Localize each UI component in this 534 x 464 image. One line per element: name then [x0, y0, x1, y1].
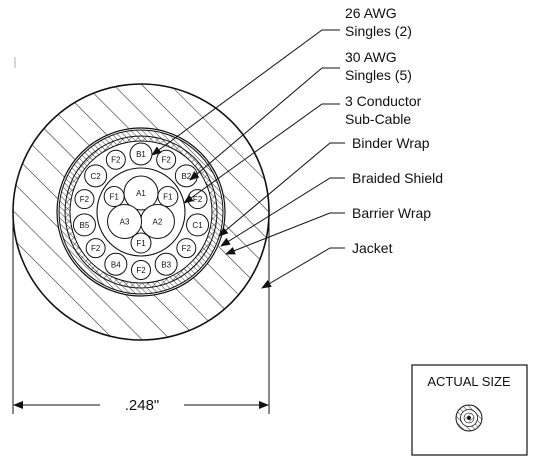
subcable-conductor-a3-label: A3 — [120, 218, 130, 227]
ring-conductor-b4-label: B4 — [111, 260, 121, 269]
ring-conductor-f2-label: F2 — [193, 195, 203, 204]
callout-26awg-line2: Singles (2) — [345, 23, 412, 39]
ring-conductor-f2-label: F2 — [111, 156, 121, 165]
ring-conductor-f2-label: F2 — [136, 266, 146, 275]
leader-26awg — [151, 29, 340, 156]
ring-conductor-f2-label: F2 — [161, 156, 171, 165]
leader-30awg — [189, 67, 340, 181]
ring-conductor-f2: F2 — [156, 149, 177, 170]
ring-conductor-f2: F2 — [176, 238, 197, 259]
ring-conductor-f2-label: F2 — [182, 244, 192, 253]
ring-conductor-f2: F2 — [85, 238, 106, 259]
callouts: 26 AWG Singles (2) 30 AWG Singles (5) 3 … — [151, 5, 443, 289]
ring-conductor-f2-outline — [131, 260, 151, 280]
subcable-conductor-a3: A3 — [107, 204, 143, 239]
ring-conductor-b3-outline — [154, 252, 178, 276]
ring-conductor-c1-outline — [186, 213, 210, 237]
leader-binder-wrap — [218, 142, 345, 237]
subcable-filler-2: F1 — [130, 232, 152, 254]
leader-jacket — [261, 247, 345, 289]
ring-conductor-f2: F2 — [74, 189, 95, 210]
callout-26awg-line1: 26 AWG — [345, 5, 397, 21]
ring-conductor-f2-outline — [85, 238, 106, 259]
callout-30awg-line2: Singles (5) — [345, 67, 412, 83]
subcable-filler-1-outline — [157, 186, 179, 207]
ring-conductor-c2-label: C2 — [91, 172, 102, 181]
subcable-conductor-a3-outline — [107, 204, 143, 239]
actual-size-box: ACTUAL SIZE — [411, 364, 528, 456]
ring-conductor-f2: F2 — [105, 149, 126, 170]
ring-conductor-b1-label: B1 — [136, 150, 146, 159]
callout-30awg-line1: 30 AWG — [345, 49, 397, 65]
ring-conductor-b1: B1 — [129, 142, 153, 166]
leader-braided-shield — [220, 177, 345, 247]
ring-conductor-b2: B2 — [174, 164, 198, 188]
subcable-filler-3-outline — [103, 186, 125, 207]
ring-conductor-b2-label: B2 — [181, 172, 191, 181]
ring-conductor-b5: B5 — [72, 213, 96, 237]
dimension-label: .248" — [125, 397, 160, 414]
subcable-conductor-a2: A2 — [139, 204, 175, 239]
ring-conductor-b4: B4 — [104, 252, 128, 276]
ring-conductor-c1: C1 — [186, 213, 210, 237]
ring-conductor-f2-outline — [74, 189, 95, 210]
ring-conductor-f2: F2 — [131, 260, 151, 280]
subcable-filler-2-label: F1 — [136, 239, 146, 248]
subcable-filler-3: F1 — [103, 186, 125, 207]
ring-conductor-c2-outline — [84, 164, 108, 188]
ring-conductor-f2-outline — [105, 149, 126, 170]
ring-conductor-b5-label: B5 — [80, 221, 90, 230]
ring-conductor-b3-label: B3 — [161, 260, 171, 269]
callout-binder-wrap: Binder Wrap — [352, 135, 430, 151]
ring-conductor-f2-label: F2 — [80, 195, 90, 204]
ring-conductor-b4-outline — [104, 252, 128, 276]
actual-size-cable-icon — [455, 404, 483, 432]
subcable-filler-1-label: F1 — [163, 193, 173, 202]
subcable-filler-3-label: F1 — [109, 193, 119, 202]
callout-jacket: Jacket — [352, 240, 393, 256]
ring-conductor-b3: B3 — [154, 252, 178, 276]
actual-size-label: ACTUAL SIZE — [427, 374, 511, 389]
callout-braided-shield: Braided Shield — [352, 170, 443, 186]
subcable-conductor-a1-label: A1 — [136, 189, 146, 198]
callout-barrier-wrap: Barrier Wrap — [352, 205, 431, 221]
ring-conductor-c2: C2 — [84, 164, 108, 188]
subcable-filler-1: F1 — [157, 186, 179, 207]
ring-conductor-c1-label: C1 — [192, 221, 203, 230]
ring-conductor-b5-outline — [72, 213, 96, 237]
ring-conductor-f2: F2 — [187, 189, 208, 210]
ring-conductor-f2-label: F2 — [91, 244, 101, 253]
subcable-conductor-a2-label: A2 — [153, 218, 163, 227]
callout-subcable-line1: 3 Conductor — [345, 93, 422, 109]
callout-subcable-line2: Sub-Cable — [345, 111, 411, 127]
leader-barrier-wrap — [225, 212, 345, 255]
ring-conductor-f2-outline — [176, 238, 197, 259]
dimension: .248" — [12, 212, 270, 414]
leader-subcable — [183, 103, 340, 204]
subcable-filler-2-outline — [130, 232, 152, 254]
